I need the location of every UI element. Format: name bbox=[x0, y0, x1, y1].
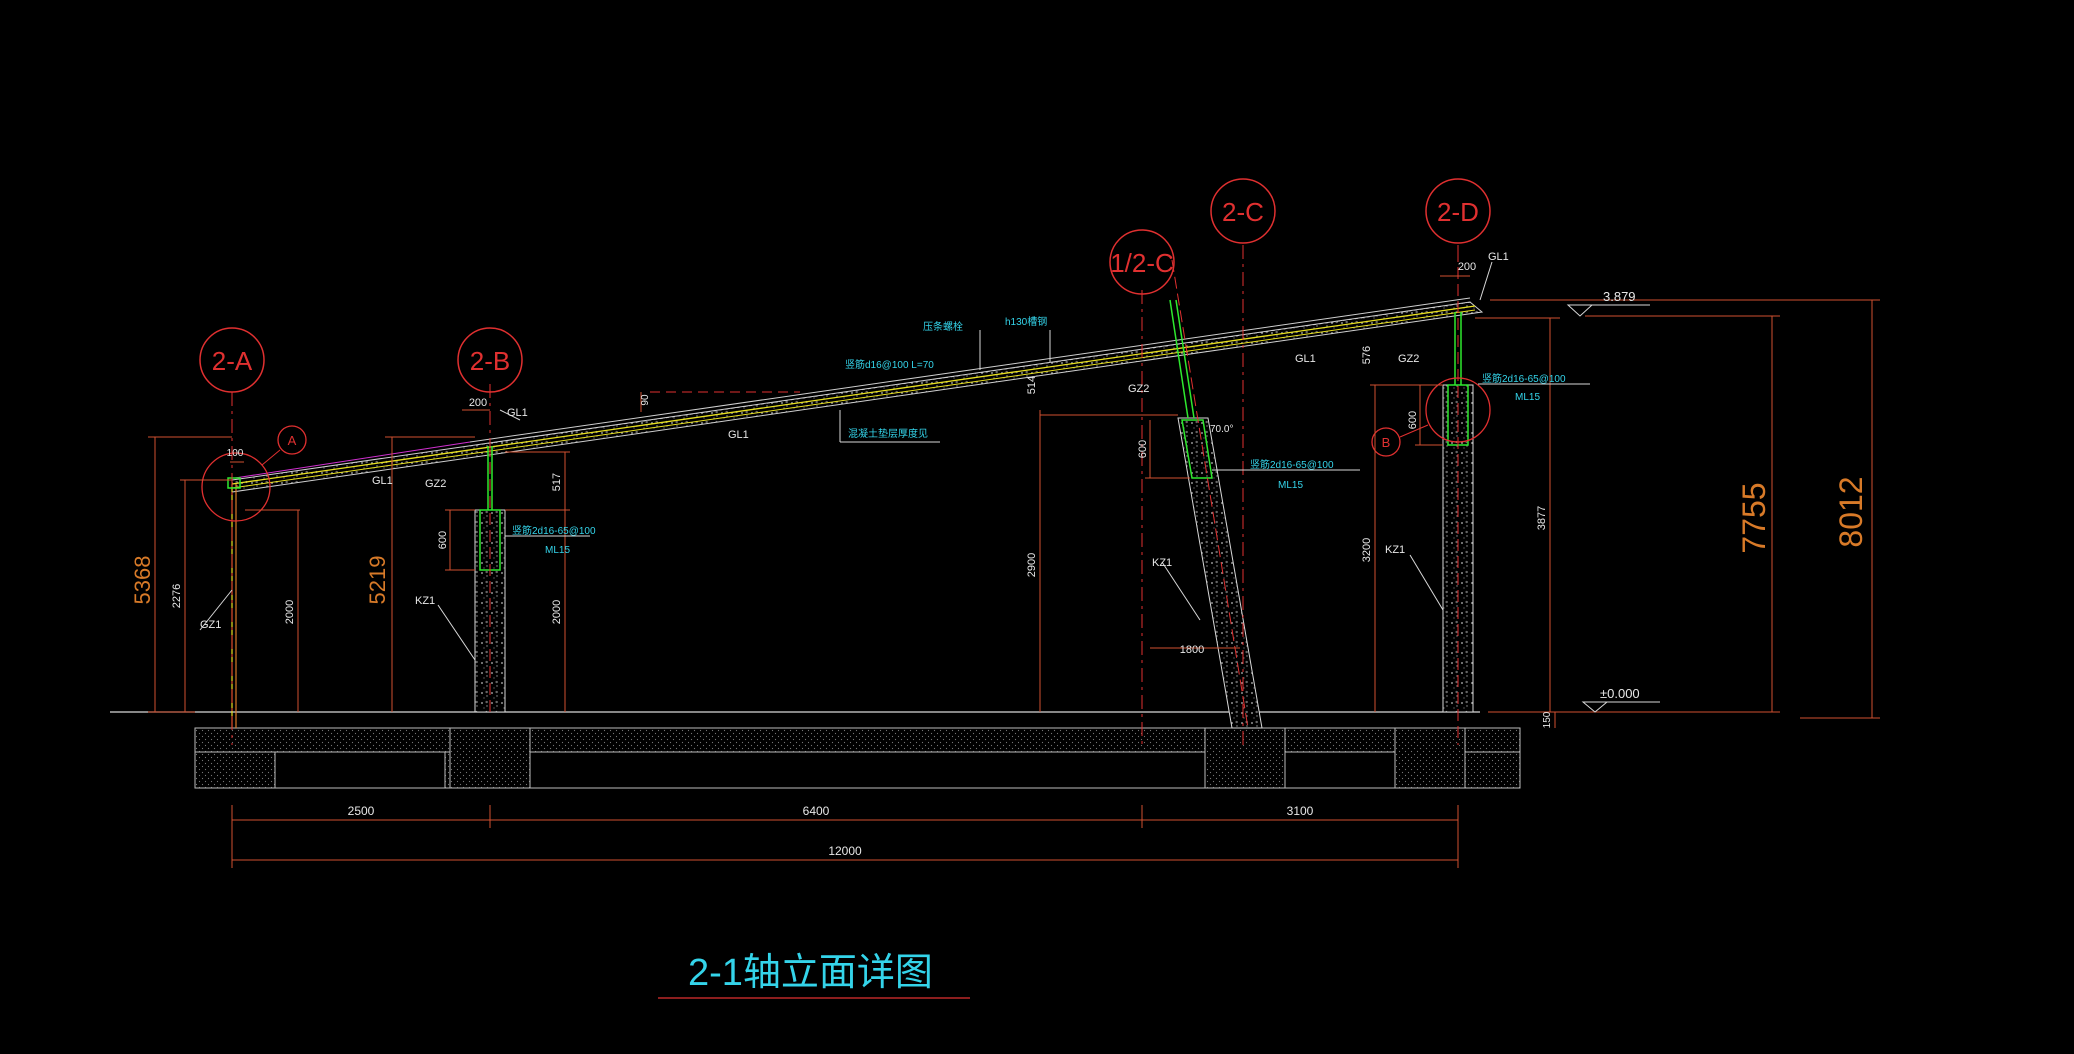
label-gl1-b: GL1 bbox=[507, 407, 528, 419]
axis-label-2c: 2-C bbox=[1222, 197, 1264, 227]
label-gl1-a: GL1 bbox=[372, 475, 393, 487]
dim-1800: 1800 bbox=[1180, 644, 1204, 656]
detail-marker-b: B bbox=[1382, 435, 1391, 450]
dim-2276: 2276 bbox=[171, 584, 183, 608]
dim-2900: 2900 bbox=[1026, 553, 1038, 577]
dim-200-d: 200 bbox=[1458, 261, 1476, 273]
label-kz1-c: KZ1 bbox=[1152, 557, 1172, 569]
axis-bubbles bbox=[199, 178, 1491, 393]
label-gz2-b: GZ2 bbox=[425, 478, 446, 490]
column-2b bbox=[474, 445, 506, 713]
level-labels: 3.879 ±0.000 bbox=[1600, 289, 1640, 701]
annotation-labels: 竖筋2d16-65@100 ML15 竖筋2d16-65@100 ML15 竖筋… bbox=[512, 315, 1566, 556]
dim-total-12000: 12000 bbox=[828, 844, 862, 858]
dim-90: 90 bbox=[640, 394, 651, 406]
dim-150: 150 bbox=[1542, 711, 1553, 728]
dim-3877: 3877 bbox=[1536, 506, 1548, 530]
label-gz2-c: GZ2 bbox=[1128, 383, 1149, 395]
column-half-2c bbox=[1169, 259, 1263, 729]
drawing-title: 2-1轴立面详图 bbox=[688, 952, 933, 994]
label-gl1-top: GL1 bbox=[1488, 251, 1509, 263]
label-roof-note2: h130槽钢 bbox=[1005, 315, 1047, 328]
label-slab-note: 混凝土垫层厚度见 bbox=[848, 427, 928, 440]
dim-span-6400: 6400 bbox=[803, 804, 830, 818]
level-ground: ±0.000 bbox=[1600, 686, 1640, 701]
detail-marker-a: A bbox=[288, 433, 297, 448]
dim-8012: 8012 bbox=[1833, 476, 1869, 547]
label-anchor-c: 竖筋2d16-65@100 bbox=[1250, 458, 1334, 471]
label-kz1-b: KZ1 bbox=[415, 595, 435, 607]
foundation-beam bbox=[194, 727, 1521, 789]
label-anchor-b: 竖筋2d16-65@100 bbox=[512, 524, 596, 537]
member-labels: GZ1 GZ2 GZ2 GZ2 GL1 GL1 GL1 GL1 GL1 KZ1 … bbox=[200, 251, 1509, 631]
dim-span-3100: 3100 bbox=[1287, 804, 1314, 818]
label-ml15-b: ML15 bbox=[545, 545, 570, 556]
dim-span-2500: 2500 bbox=[348, 804, 375, 818]
label-rebar-top: 竖筋d16@100 L=70 bbox=[845, 358, 934, 371]
detail-markers bbox=[201, 377, 1491, 522]
dim-2000-b: 2000 bbox=[551, 600, 563, 624]
small-dimension-labels: 2276 2000 2000 2900 3200 3877 517 514 57… bbox=[171, 261, 1553, 858]
level-symbols bbox=[1566, 304, 1609, 713]
dim-600-c: 600 bbox=[1137, 440, 1149, 458]
axis-label-2d: 2-D bbox=[1437, 197, 1479, 227]
label-gz1: GZ1 bbox=[200, 619, 221, 631]
dim-600-b: 600 bbox=[437, 531, 449, 549]
roof-slab bbox=[231, 297, 1484, 493]
label-ml15-d: ML15 bbox=[1515, 392, 1540, 403]
detail-marker-labels: A B bbox=[288, 433, 1391, 450]
dim-100: 100 bbox=[227, 448, 244, 459]
axis-label-2a: 2-A bbox=[212, 346, 253, 376]
axis-center-lines bbox=[231, 245, 1459, 745]
dim-5368: 5368 bbox=[130, 556, 155, 605]
dim-200-b: 200 bbox=[469, 397, 487, 409]
label-roof-note1: 压条螺栓 bbox=[923, 320, 963, 333]
label-anchor-d: 竖筋2d16-65@100 bbox=[1482, 372, 1566, 385]
column-2a-post bbox=[227, 477, 241, 728]
label-gz2-d: GZ2 bbox=[1398, 353, 1419, 365]
level-top: 3.879 bbox=[1603, 289, 1636, 304]
dimension-lines bbox=[148, 275, 1880, 868]
axis-labels: 2-A 2-B 1/2-C 2-C 2-D bbox=[212, 197, 1479, 376]
label-kz1-d: KZ1 bbox=[1385, 544, 1405, 556]
label-gl1-right: GL1 bbox=[1295, 353, 1316, 365]
dim-5219: 5219 bbox=[365, 556, 390, 605]
dim-576: 576 bbox=[1361, 346, 1373, 364]
leader-lines bbox=[199, 261, 1660, 703]
label-gl1-mid: GL1 bbox=[728, 429, 749, 441]
dim-2000-a: 2000 bbox=[284, 600, 296, 624]
big-dimension-labels: 5368 5219 7755 8012 bbox=[130, 476, 1869, 604]
axis-label-2b: 2-B bbox=[470, 346, 510, 376]
column-2d bbox=[1442, 250, 1474, 745]
dim-514: 514 bbox=[1026, 376, 1038, 394]
dim-517: 517 bbox=[551, 473, 563, 491]
label-ml15-c: ML15 bbox=[1278, 480, 1303, 491]
axis-label-half-2c: 1/2-C bbox=[1110, 248, 1174, 278]
label-angle: 70.0° bbox=[1210, 424, 1233, 435]
dim-7755: 7755 bbox=[1736, 482, 1772, 553]
dim-600-d: 600 bbox=[1407, 411, 1419, 429]
dim-3200: 3200 bbox=[1361, 538, 1373, 562]
